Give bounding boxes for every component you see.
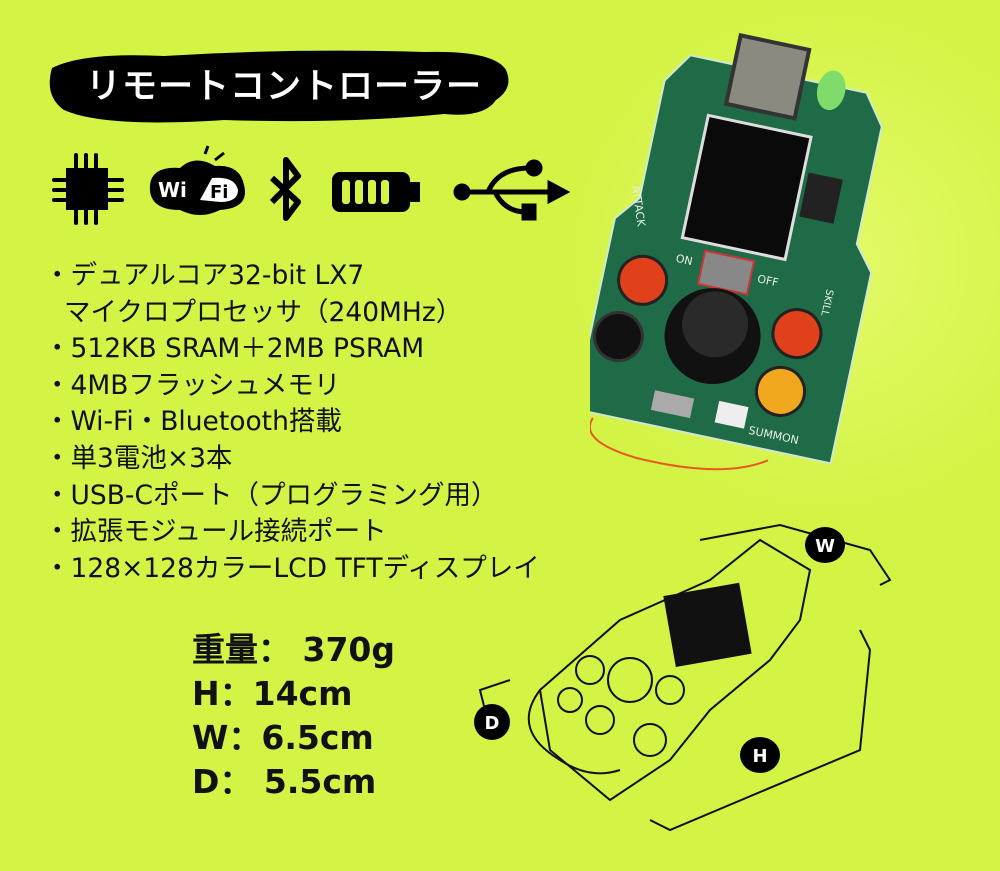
- spec-item: ・拡張モジュール接続ポート: [44, 516, 387, 548]
- svg-text:ATTACK: ATTACK: [629, 185, 648, 228]
- depth: D： 5.5cm: [192, 762, 377, 801]
- chip-icon: [52, 153, 124, 225]
- wifi-icon: Wi Fi: [149, 145, 245, 215]
- led: [816, 70, 846, 111]
- spec-item: ・USB-Cポート（プログラミング用）: [44, 479, 498, 511]
- spec-item: ・単3電池×3本: [44, 442, 233, 474]
- black-button: [592, 310, 644, 362]
- feature-icons: Wi Fi: [52, 145, 571, 225]
- bluetooth-icon: [269, 157, 301, 221]
- yellow-button: [755, 365, 807, 417]
- page-title: リモートコントローラー: [86, 67, 483, 107]
- spec-list: ・デュアルコア32-bit LX7 マイクロプロセッサ（240MHz） ・512…: [44, 258, 540, 587]
- dimensions: 重量： 370g H：14cm W：6.5cm D： 5.5cm: [192, 628, 395, 804]
- weight: 重量： 370g: [192, 630, 395, 669]
- d-label: D: [474, 704, 510, 740]
- spec-item: ・512KB SRAM＋2MB PSRAM: [44, 333, 425, 365]
- w-label: W: [805, 527, 845, 563]
- svg-text:H: H: [752, 746, 767, 767]
- spec-item: マイクロプロセッサ（240MHz）: [64, 296, 463, 328]
- height: H：14cm: [192, 674, 353, 713]
- svg-text:W: W: [815, 536, 835, 557]
- svg-text:ON: ON: [675, 252, 694, 268]
- spec-item: ・Wi-Fi・Bluetooth搭載: [44, 406, 342, 438]
- usb-c-port: [650, 390, 695, 419]
- svg-text:D: D: [485, 713, 500, 734]
- red-button: [617, 254, 669, 306]
- svg-text:OFF: OFF: [756, 272, 780, 289]
- svg-text:Fi: Fi: [210, 182, 228, 203]
- title-brush-stroke: [49, 50, 509, 123]
- usb-icon: [453, 159, 571, 221]
- battery-icon: [332, 172, 420, 212]
- h-label: H: [740, 737, 780, 773]
- red-button: [771, 308, 823, 360]
- spec-item: ・128×128カラーLCD TFTディスプレイ: [44, 552, 540, 584]
- spec-item: ・デュアルコア32-bit LX7: [44, 260, 365, 291]
- svg-text:Wi: Wi: [158, 178, 187, 202]
- width: W：6.5cm: [192, 718, 374, 757]
- lcd-screen: [680, 113, 813, 262]
- spec-item: ・4MBフラッシュメモリ: [44, 369, 341, 401]
- dimension-sketch: W H D: [474, 523, 892, 832]
- remote-controller-photo: ATTACK ON OFF SKILL SUMMON: [590, 32, 883, 471]
